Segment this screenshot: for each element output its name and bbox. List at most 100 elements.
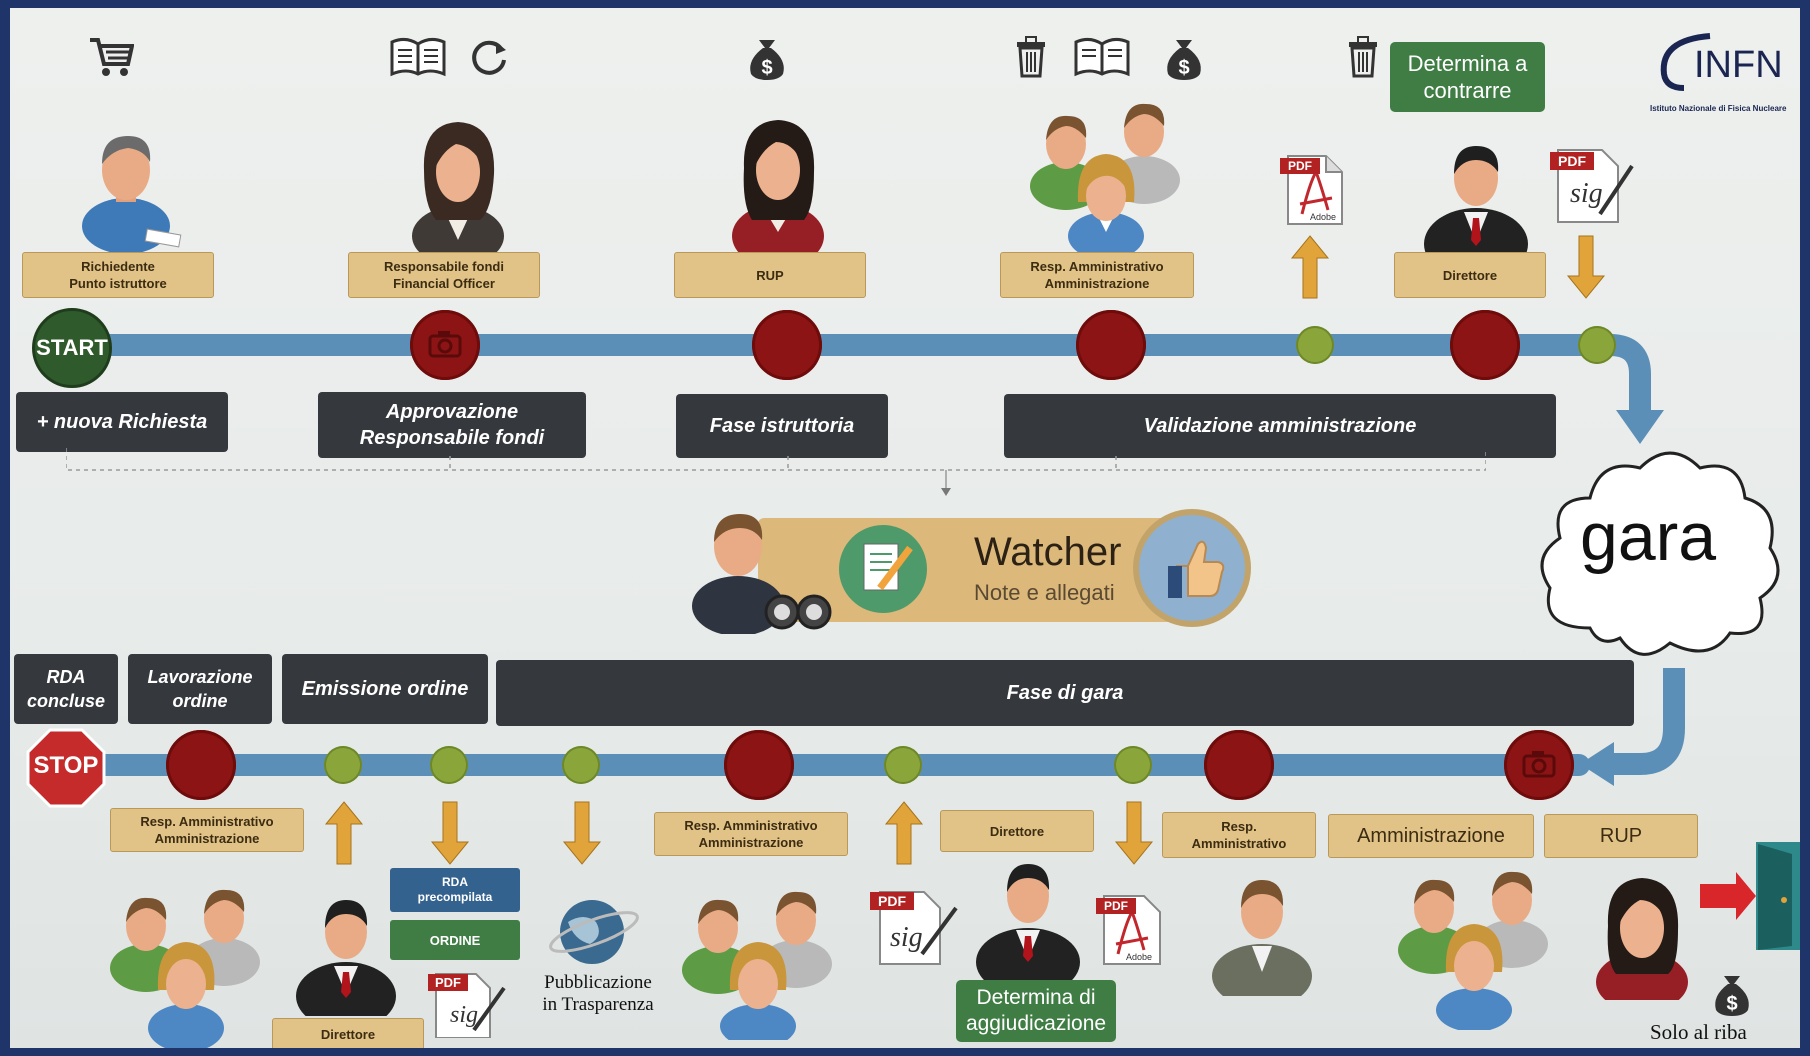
- resp-amm-man-avatar: [1212, 880, 1312, 996]
- top-timeline-track: [60, 334, 1600, 356]
- resp-amministrativo-group-avatar: [1030, 103, 1180, 256]
- role-label-line2: Amministrazione: [154, 831, 260, 846]
- rda-node[interactable]: [166, 730, 236, 800]
- svg-text:$: $: [1178, 57, 1189, 79]
- role-label-line1: Direttore: [989, 823, 1045, 839]
- bottom-green-node-5[interactable]: [1114, 746, 1152, 784]
- role-label-direttore: Direttore: [1394, 252, 1546, 298]
- approval-node[interactable]: [410, 310, 480, 380]
- ordine-text: ORDINE: [429, 932, 481, 948]
- rda-concluse-label[interactable]: RDA concluse: [14, 654, 118, 724]
- bottom-role-direttore: Direttore: [940, 810, 1094, 852]
- responsabile-fondi-avatar: [412, 122, 504, 254]
- role-label-responsabile-fondi: Responsabile fondi Financial Officer: [348, 252, 540, 298]
- role-label-line2: Amministrazione: [698, 835, 804, 850]
- emissione-ordine-label[interactable]: Emissione ordine: [282, 654, 488, 724]
- role-label-line1: Amministrazione: [1357, 824, 1505, 847]
- pdf-upload-node[interactable]: [1296, 326, 1334, 364]
- workflow-slide: INFN Istituto Nazionale di Fisica Nuclea…: [10, 8, 1800, 1048]
- role-label-rup: RUP: [674, 252, 866, 298]
- start-label: START: [36, 335, 108, 360]
- watcher-panel[interactable]: Watcher Note e allegati: [688, 508, 1251, 634]
- infn-logo-text: INFN: [1694, 44, 1783, 86]
- richiedente-avatar: [82, 136, 182, 254]
- cart-icon: [86, 32, 135, 85]
- pdf-signature-icon: PDF sig: [1550, 144, 1636, 226]
- gara-cloud[interactable]: [1530, 428, 1790, 678]
- amministrazione-group-avatar: [1398, 871, 1548, 1030]
- determina-contrarre-box[interactable]: Determina a contrarre: [1390, 42, 1545, 112]
- adobe-tag: Adobe: [1126, 952, 1153, 962]
- bottom-green-node-3[interactable]: [562, 746, 600, 784]
- bottom-track-curve: [1580, 668, 1685, 786]
- role-label-line1: Richiedente: [81, 259, 155, 274]
- arrow-down-icon: [562, 801, 602, 865]
- approvazione-text-2: Responsabile fondi: [359, 427, 545, 449]
- trash-icon: [1347, 36, 1379, 83]
- thumbs-up-icon[interactable]: [1132, 508, 1252, 628]
- role-label-richiedente: Richiedente Punto istruttore: [22, 252, 214, 298]
- bottom-green-node-2[interactable]: [430, 746, 468, 784]
- arrow-down-icon: [1566, 235, 1606, 299]
- globe-icon: [549, 900, 639, 964]
- arrow-up-icon: [884, 801, 924, 865]
- determina-aggiudicazione-text-1: Determina di: [976, 986, 1096, 1009]
- rda-concluse-text-1: RDA: [46, 667, 86, 687]
- role-label-line2: Amministrazione: [1044, 276, 1150, 291]
- rup-gara-node[interactable]: [1504, 730, 1574, 800]
- rda-precompilata-box[interactable]: RDA precompilata: [390, 868, 520, 912]
- gara-label: gara: [1580, 499, 1717, 575]
- direttore-aggiudicazione-avatar: [976, 864, 1080, 980]
- determina-aggiudicazione-box[interactable]: Determina di aggiudicazione: [956, 980, 1116, 1042]
- bottom-green-node-1[interactable]: [324, 746, 362, 784]
- gara-resp-node[interactable]: [724, 730, 794, 800]
- rup-avatar: [732, 120, 824, 258]
- sig-text: sig: [890, 922, 923, 953]
- svg-text:$: $: [1726, 993, 1737, 1015]
- bottom-role-resp-amministrativo-1: Resp. Amministrativo Amministrazione: [110, 808, 304, 852]
- start-node[interactable]: START: [32, 308, 112, 388]
- infn-logo: INFN Istituto Nazionale di Fisica Nuclea…: [1650, 22, 1790, 132]
- role-label-line1: Responsabile fondi: [384, 259, 504, 274]
- direttore-avatar: [1424, 146, 1528, 264]
- bottom-role-amministrazione: Amministrazione: [1328, 814, 1534, 858]
- rda-precompilata-text-2: precompilata: [417, 890, 493, 904]
- pdf-tag: PDF: [1096, 898, 1136, 914]
- pubblicazione-text-2: in Trasparenza: [542, 994, 654, 1015]
- emissione-text: Emissione ordine: [301, 678, 469, 700]
- fase-istruttoria-text: Fase istruttoria: [709, 415, 855, 437]
- fase-di-gara-label[interactable]: Fase di gara: [496, 660, 1634, 726]
- exit-door-icon[interactable]: [1696, 834, 1800, 954]
- resp-amm-node[interactable]: [1204, 730, 1274, 800]
- arrow-up-icon: [324, 801, 364, 865]
- nuova-richiesta-label[interactable]: + nuova Richiesta: [16, 392, 228, 452]
- lavorazione-ordine-label[interactable]: Lavorazione ordine: [128, 654, 272, 724]
- role-label-resp-amministrativo: Resp. Amministrativo Amministrazione: [1000, 252, 1194, 298]
- rup-bottom-avatar: [1596, 878, 1688, 1000]
- bottom-green-node-4[interactable]: [884, 746, 922, 784]
- stop-node[interactable]: [26, 728, 106, 808]
- direttore-node[interactable]: [1450, 310, 1520, 380]
- signature-node[interactable]: [1578, 326, 1616, 364]
- validazione-node[interactable]: [1076, 310, 1146, 380]
- role-label-line1: Resp. Amministrativo: [140, 814, 274, 829]
- ordine-box[interactable]: ORDINE: [390, 920, 520, 960]
- book-icon: [1072, 36, 1132, 83]
- role-label-line1: RUP: [1599, 824, 1643, 847]
- istruttoria-node[interactable]: [752, 310, 822, 380]
- determina-contrarre-label: Determina a contrarre: [1407, 51, 1528, 103]
- approvazione-label[interactable]: Approvazione Responsabile fondi: [318, 392, 586, 458]
- infn-logo-arc: [1660, 33, 1711, 91]
- role-label-line1: Resp.: [1221, 819, 1257, 834]
- role-label-line2: Amministrativo: [1191, 836, 1287, 851]
- role-label-line2: Financial Officer: [393, 276, 495, 291]
- validazione-amministrazione-label[interactable]: Validazione amministrazione: [1004, 394, 1556, 458]
- approvazione-text-1: Approvazione: [385, 401, 519, 423]
- trash-icon: [1015, 36, 1047, 83]
- pdf-adobe-icon: PDF Adobe: [1280, 152, 1346, 228]
- note-edit-icon: [839, 525, 927, 613]
- pubblicazione-caption: Pubblicazione in Trasparenza: [528, 972, 668, 1016]
- fase-istruttoria-label[interactable]: Fase istruttoria: [676, 394, 888, 458]
- pdf-tag: PDF: [870, 892, 914, 910]
- pubblicazione-text-1: Pubblicazione: [544, 972, 652, 993]
